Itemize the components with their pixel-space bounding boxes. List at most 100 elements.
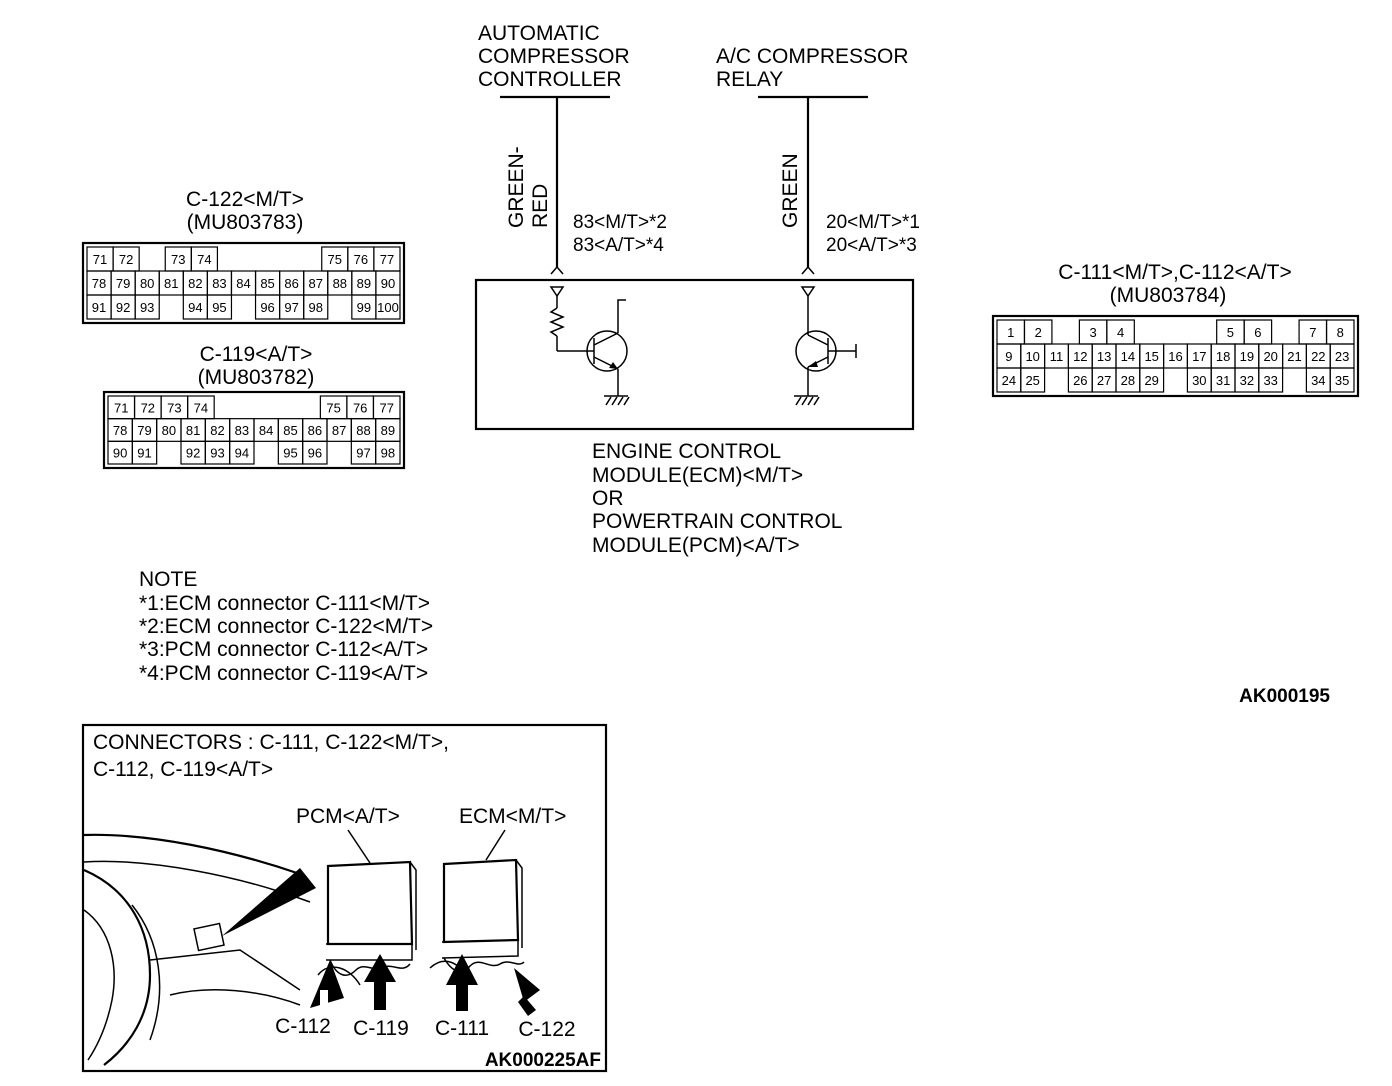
pin-number: 12 <box>1073 349 1087 364</box>
pin-number: 93 <box>140 300 154 315</box>
pin-number: 82 <box>210 423 224 438</box>
terminal-triangle-icon <box>800 286 816 298</box>
pin-number: 78 <box>92 276 106 291</box>
pin-number: 88 <box>333 276 347 291</box>
note-line: *4:PCM connector C-119<A/T> <box>139 662 428 685</box>
pin-number: 81 <box>186 423 200 438</box>
pin-number: 77 <box>379 400 393 415</box>
pin-number: 91 <box>92 300 106 315</box>
pin-number: 75 <box>328 252 342 267</box>
pin-number: 85 <box>260 276 274 291</box>
pin-number: 7 <box>1309 325 1316 340</box>
pin-number: 72 <box>141 400 155 415</box>
pin-number: 17 <box>1192 349 1206 364</box>
connector-label-c122: C-122 <box>518 1018 575 1041</box>
terminal-triangle-icon <box>549 286 565 298</box>
pin-cell <box>1139 367 1165 393</box>
inset-title: C-112, C-119<A/T> <box>93 758 273 781</box>
label-line: COMPRESSOR <box>478 45 630 68</box>
pin-number: 73 <box>171 252 185 267</box>
pin-cell <box>1329 367 1355 393</box>
pin-cell <box>375 440 401 465</box>
pin-number: 76 <box>354 252 368 267</box>
pin-number: 94 <box>188 300 202 315</box>
pin-number: 81 <box>164 276 178 291</box>
pin-label: 20<M/T>*1 <box>826 212 920 233</box>
pin-number: 2 <box>1035 325 1042 340</box>
pin-number: 84 <box>259 423 273 438</box>
pin-number: 80 <box>140 276 154 291</box>
label-line: CONTROLLER <box>478 68 622 91</box>
ecm-label: ECM<M/T> <box>459 805 566 828</box>
pin-number: 8 <box>1337 325 1344 340</box>
pin-cell <box>302 440 328 465</box>
pin-number: 90 <box>381 276 395 291</box>
pin-number: 74 <box>197 252 211 267</box>
pin-number: 4 <box>1117 325 1124 340</box>
pin-cell <box>375 294 401 320</box>
connector-location-inset <box>81 723 608 1073</box>
pin-number: 87 <box>308 276 322 291</box>
note-line: *1:ECM connector C-111<M/T> <box>139 592 430 615</box>
pin-number: 27 <box>1097 373 1111 388</box>
pin-number: 95 <box>212 300 226 315</box>
pin-number: 19 <box>1240 349 1254 364</box>
pin-number: 18 <box>1216 349 1230 364</box>
pin-cell <box>134 294 160 320</box>
figure-code: AK000195 <box>1239 686 1330 707</box>
dashboard-illustration-icon <box>83 833 316 1066</box>
pin-number: 20 <box>1263 349 1277 364</box>
pin-number: 9 <box>1005 349 1012 364</box>
pin-number: 74 <box>194 400 208 415</box>
pin-number: 72 <box>119 252 133 267</box>
pin-number: 26 <box>1073 373 1087 388</box>
pin-number: 5 <box>1227 325 1234 340</box>
pin-cell <box>1020 367 1046 393</box>
pin-cell <box>1258 367 1284 393</box>
pin-number: 99 <box>357 300 371 315</box>
connector-chevron-icon <box>801 265 815 275</box>
pin-number: 97 <box>284 300 298 315</box>
pin-number: 32 <box>1240 373 1254 388</box>
pin-number: 89 <box>357 276 371 291</box>
pin-number: 96 <box>308 446 322 461</box>
pin-number: 95 <box>283 446 297 461</box>
pin-number: 71 <box>93 252 107 267</box>
connector-c122-frame <box>81 241 406 325</box>
pin-number: 35 <box>1335 373 1349 388</box>
pin-number: 96 <box>260 300 274 315</box>
pin-number: 22 <box>1311 349 1325 364</box>
pin-number: 79 <box>116 276 130 291</box>
pin-number: 25 <box>1025 373 1039 388</box>
pin-number: 11 <box>1050 349 1064 364</box>
pin-number: 86 <box>308 423 322 438</box>
label-line: RELAY <box>716 68 783 91</box>
pin-number: 3 <box>1089 325 1096 340</box>
connector-c122-part: (MU803783) <box>187 211 304 234</box>
connector-label-c119: C-119 <box>353 1017 409 1040</box>
wire-color-label: RED <box>529 184 552 228</box>
pcm-unit-illustration: PCM<A/T> <box>296 805 417 1010</box>
automatic-compressor-controller-label: AUTOMATIC COMPRESSOR CONTROLLER <box>478 22 630 91</box>
left-transistor-circuit <box>549 286 630 406</box>
pin-number: 88 <box>356 423 370 438</box>
connector-c119-title: C-119<A/T> <box>200 343 313 366</box>
connector-c122-title: C-122<M/T> <box>186 188 304 211</box>
control-module-box <box>474 278 915 431</box>
pin-number: 6 <box>1254 325 1261 340</box>
label-line: MODULE(ECM)<M/T> <box>592 464 803 487</box>
pin-cell <box>131 440 158 465</box>
ac-compressor-relay-label: A/C COMPRESSOR RELAY <box>716 45 909 91</box>
pin-number: 15 <box>1144 349 1158 364</box>
note-heading: NOTE <box>139 568 197 591</box>
pin-number: 83 <box>212 276 226 291</box>
pin-number: 79 <box>137 423 151 438</box>
connector-c111-frame <box>991 314 1360 398</box>
pin-number: 84 <box>236 276 250 291</box>
inset-title: CONNECTORS : C-111, C-122<M/T>, <box>93 731 449 754</box>
pin-number: 29 <box>1144 373 1158 388</box>
pin-number: 78 <box>113 423 127 438</box>
